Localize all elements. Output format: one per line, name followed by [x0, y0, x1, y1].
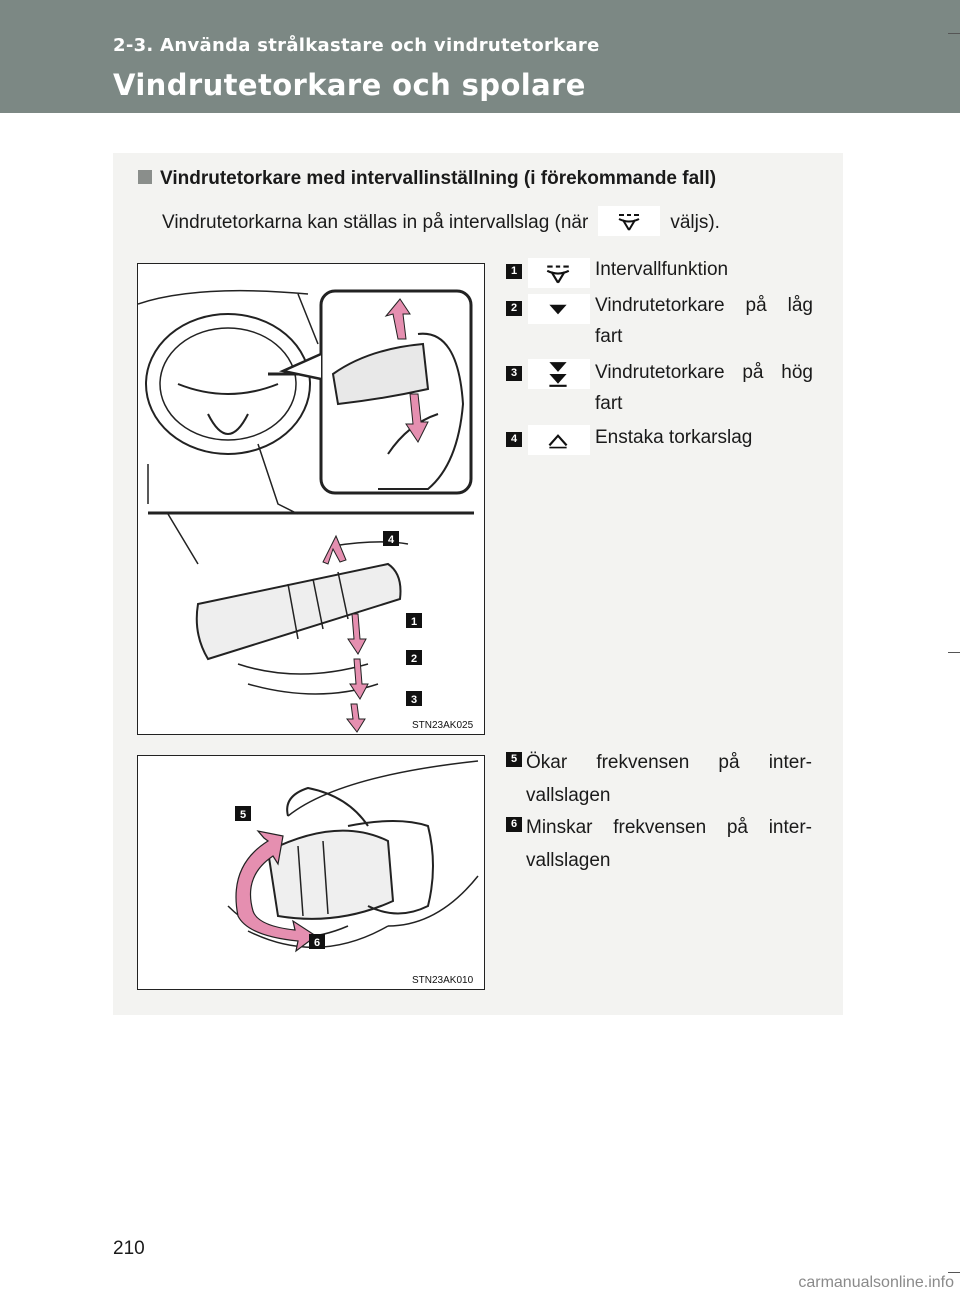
- subsection-heading: Vindrutetorkare med intervallinställning…: [138, 168, 716, 190]
- number-badge: 4: [506, 432, 522, 447]
- number-badge: 3: [506, 366, 522, 381]
- interval-ring-illustration: 5 6 STN23AK010: [137, 755, 485, 990]
- number-badge: 6: [506, 817, 522, 832]
- legend-item: 6 Minskar frekvensen på inter­vallslagen: [506, 811, 812, 875]
- high-speed-double-arrow-icon: [528, 359, 590, 389]
- figure-code: STN23AK025: [412, 720, 474, 731]
- legend-item: 2 Vindrutetorkare på låg fart: [506, 292, 816, 356]
- legend-text: Vindrutetorkare på låg fart: [595, 295, 813, 347]
- single-wipe-chevron-icon: [528, 425, 590, 455]
- steering-wheel: [145, 313, 311, 455]
- legend-item: 5 Ökar frekvensen på inter­vallslagen: [506, 746, 812, 810]
- page-header: 2-3. Använda strålkastare och vindruteto…: [0, 0, 960, 113]
- callout-5: 5: [240, 809, 246, 821]
- intro-paragraph: Vindrutetorkarna kan ställas in på inter…: [162, 206, 812, 238]
- intermittent-wiper-icon: [528, 258, 590, 288]
- intermittent-wiper-icon: [598, 206, 661, 236]
- wiper-lever-illustration: 4 1 2 3 STN23AK025: [137, 263, 485, 735]
- callout-6: 6: [314, 937, 320, 949]
- legend-text: Ökar frekvensen på inter­vallslagen: [526, 752, 812, 806]
- callout-2: 2: [411, 653, 417, 665]
- legend-text: Vindrutetorkare på hög fart: [595, 362, 813, 414]
- legend-item: 1 Intervallfunktion: [506, 258, 816, 290]
- number-badge: 1: [506, 264, 522, 279]
- legend-text: Enstaka torkarslag: [595, 427, 753, 448]
- figure-callouts: 4 1 2 3: [383, 531, 422, 706]
- crop-mark: [948, 33, 960, 34]
- legend-text: Intervallfunktion: [595, 259, 729, 280]
- figure-callouts: 5 6: [235, 806, 325, 949]
- callout-1: 1: [411, 616, 417, 628]
- crop-mark: [948, 652, 960, 653]
- low-speed-arrow-icon: [528, 294, 590, 324]
- legend-text: Minskar frekvensen på inter­vallslagen: [526, 817, 812, 871]
- bullet-square-icon: [138, 170, 152, 184]
- crop-mark: [948, 1272, 960, 1273]
- number-badge: 5: [506, 752, 522, 767]
- number-badge: 2: [506, 301, 522, 316]
- callout-3: 3: [411, 694, 417, 706]
- callout-4: 4: [388, 534, 395, 546]
- figure-code: STN23AK010: [412, 975, 474, 986]
- page-title: Vindrutetorkare och spolare: [113, 68, 586, 102]
- page-number: 210: [113, 1238, 145, 1259]
- legend-item: 4 Enstaka torkarslag: [506, 424, 816, 456]
- watermark: carmanualsonline.info: [798, 1274, 954, 1291]
- legend-item: 3 Vindrutetorkare på hög fart: [506, 357, 816, 421]
- section-title: 2-3. Använda strålkastare och vindruteto…: [113, 35, 600, 56]
